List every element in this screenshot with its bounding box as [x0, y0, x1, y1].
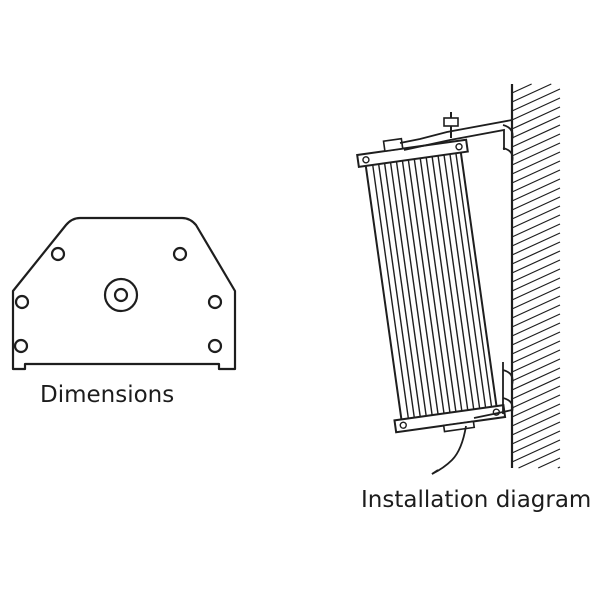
- hatch-line: [511, 394, 561, 418]
- mounting-hole: [50, 246, 66, 262]
- top-bracket-arm: [399, 119, 513, 144]
- hatch-line: [511, 83, 552, 103]
- cap-screw: [455, 143, 463, 151]
- mounting-hole: [172, 246, 188, 262]
- hatch-line: [511, 331, 561, 355]
- installation-drawing: [356, 83, 561, 475]
- hatch-line: [511, 97, 561, 121]
- dimensions-caption: Dimensions: [40, 382, 175, 408]
- hatch-line: [511, 295, 561, 319]
- hatch-line: [511, 385, 561, 409]
- hatch-line: [511, 187, 561, 211]
- installation-caption: Installation diagram: [361, 487, 592, 513]
- hatch-line: [511, 349, 561, 373]
- lamp-fin-line: [372, 164, 410, 419]
- lamp-fin-line: [455, 153, 493, 407]
- hatch-line: [511, 412, 561, 436]
- center-hole-outer: [103, 277, 139, 313]
- bottom-bracket: [473, 362, 514, 419]
- hatch-line: [511, 232, 561, 256]
- lamp-fin-line: [395, 161, 433, 416]
- top-clamp: [382, 137, 404, 153]
- hatch-line: [511, 214, 561, 238]
- lamp-fin-line: [437, 155, 475, 410]
- bottom-clamp: [442, 420, 476, 433]
- top-bracket: [399, 112, 514, 163]
- hatch-line: [511, 223, 561, 247]
- hatch-line: [511, 196, 561, 220]
- bracket-nut: [443, 117, 459, 127]
- hatch-line: [511, 151, 561, 175]
- lamp-top-cap: [356, 138, 469, 169]
- hatch-line: [511, 358, 561, 382]
- hatch-line: [511, 322, 561, 346]
- mounting-hole: [13, 338, 29, 354]
- hatch-line: [511, 286, 561, 310]
- hatch-line: [511, 277, 561, 301]
- hatch-line: [511, 88, 561, 112]
- hatch-line: [537, 457, 561, 469]
- lamp-fin-line: [419, 158, 457, 412]
- hatch-line: [511, 367, 561, 391]
- wall-plate-top: [502, 124, 514, 163]
- cap-screw: [399, 421, 407, 429]
- power-cable-end: [431, 469, 439, 475]
- hatch-line: [511, 169, 561, 193]
- hatch-line: [511, 142, 561, 166]
- hatch-line: [511, 421, 561, 445]
- lamp-fin-line: [389, 162, 427, 417]
- hatch-line: [511, 439, 561, 463]
- lamp-fin-line: [383, 163, 421, 417]
- cap-screw: [362, 156, 370, 164]
- hatch-line: [511, 259, 561, 283]
- hatch-line: [511, 304, 561, 328]
- hatch-line: [511, 178, 561, 202]
- hatch-line: [511, 403, 561, 427]
- wall-plate-bottom: [502, 369, 514, 413]
- hatch-line: [511, 160, 561, 184]
- hatch-line: [511, 268, 561, 292]
- cap-screw: [492, 408, 501, 416]
- lamp-fin-line: [431, 156, 469, 411]
- top-bracket-arm-lower: [403, 128, 505, 151]
- lamp-fin-line: [449, 153, 487, 408]
- hatch-line: [511, 250, 561, 274]
- hatch-line: [511, 340, 561, 364]
- hatch-line: [511, 133, 561, 157]
- mounting-plate-outline: [11, 216, 237, 371]
- lamp-fin-line: [443, 154, 481, 409]
- mounting-hole: [207, 338, 223, 354]
- power-cable: [431, 425, 467, 475]
- hatch-line: [518, 448, 561, 469]
- hatch-line: [511, 124, 561, 148]
- lamp-fin-line: [377, 164, 415, 418]
- lamp-fin-line: [401, 160, 439, 415]
- lamp-fins: [372, 153, 493, 419]
- mounting-plate-drawing: [11, 216, 237, 371]
- center-hole-inner: [113, 287, 129, 303]
- hatch-line: [511, 241, 561, 265]
- lamp-fin-line: [407, 159, 445, 414]
- hatch-line: [511, 205, 561, 229]
- hatch-line: [511, 313, 561, 337]
- hatch-line: [511, 83, 532, 94]
- lamp-fin-line: [413, 158, 451, 413]
- hatch-line: [511, 376, 561, 400]
- hatch-line: [557, 466, 561, 469]
- hatch-line: [511, 430, 561, 454]
- lamp-body: [356, 137, 507, 434]
- mounting-hole: [14, 294, 30, 310]
- lamp-fin-line: [425, 157, 463, 412]
- hatch-line: [511, 106, 561, 130]
- mounting-hole: [207, 294, 223, 310]
- hatch-line: [511, 115, 561, 139]
- wall-hatch: [511, 83, 561, 469]
